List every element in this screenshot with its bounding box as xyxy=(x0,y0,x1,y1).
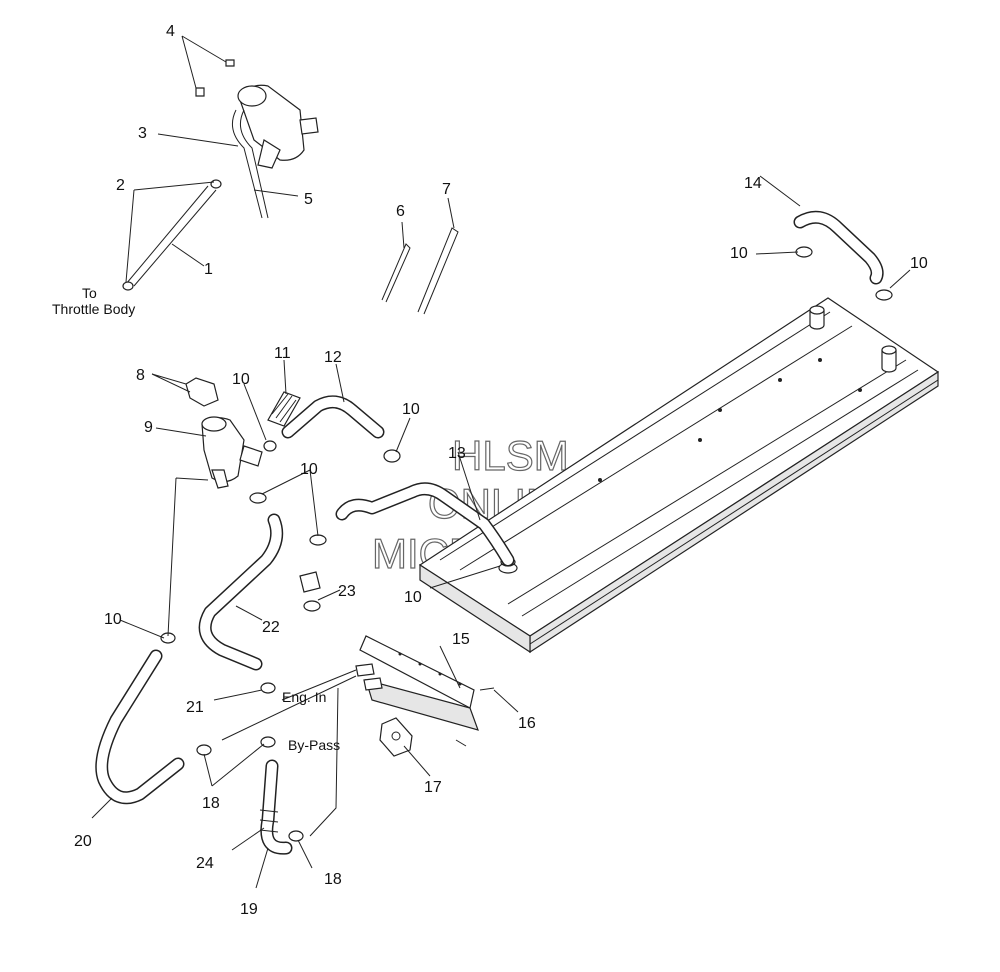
note-throttle-body: Throttle Body xyxy=(52,301,135,317)
notes: To Throttle Body Eng. In By-Pass xyxy=(52,285,340,753)
reservoir-9 xyxy=(185,377,263,489)
callout-6: 6 xyxy=(396,203,405,220)
bracket-15 xyxy=(355,635,479,731)
callout-17: 17 xyxy=(424,779,442,796)
callout-24: 24 xyxy=(196,855,214,872)
callout-22: 22 xyxy=(262,619,280,636)
leader-lines xyxy=(91,35,911,889)
fitting-23 xyxy=(299,571,321,612)
callout-10e: 10 xyxy=(300,461,318,478)
callout-11: 11 xyxy=(274,345,291,362)
hose-13 xyxy=(335,482,515,567)
callout-18a: 18 xyxy=(202,795,220,812)
note-to: To xyxy=(82,285,97,301)
callout-14: 14 xyxy=(744,175,762,192)
hose-24 xyxy=(259,759,293,855)
hose-11 xyxy=(267,391,301,427)
callout-9: 9 xyxy=(144,419,153,436)
callout-7: 7 xyxy=(442,181,451,198)
reservoir-assembly xyxy=(195,59,319,219)
callout-10c: 10 xyxy=(232,371,250,388)
callout-10b: 10 xyxy=(910,255,928,272)
callout-19: 19 xyxy=(240,901,258,918)
hose-12 xyxy=(281,395,385,439)
clamps-top xyxy=(160,246,893,644)
hose-22 xyxy=(198,513,284,671)
hose-20 xyxy=(95,649,185,805)
dipsticks xyxy=(381,227,459,315)
callout-8: 8 xyxy=(136,367,145,384)
callout-2: 2 xyxy=(116,177,125,194)
callout-18b: 18 xyxy=(324,871,342,888)
tube-1 xyxy=(122,179,222,291)
note-eng-in: Eng. In xyxy=(282,689,326,705)
callout-23: 23 xyxy=(338,583,356,600)
callout-10d: 10 xyxy=(402,401,420,418)
callouts: 4 3 2 5 1 6 7 14 10 10 8 10 11 12 10 9 1… xyxy=(74,23,928,918)
watermark-line1: HLSM xyxy=(452,432,569,479)
callout-3: 3 xyxy=(138,125,147,142)
callout-1: 1 xyxy=(204,261,213,278)
callout-15: 15 xyxy=(452,631,470,648)
callout-21: 21 xyxy=(186,699,204,716)
clamps-lower xyxy=(196,682,304,842)
callout-13: 13 xyxy=(448,445,466,462)
callout-16: 16 xyxy=(518,715,536,732)
note-by-pass: By-Pass xyxy=(288,737,340,753)
callout-10g: 10 xyxy=(104,611,122,628)
hose-14 xyxy=(793,210,884,285)
screw-16 xyxy=(455,687,495,747)
callout-10a: 10 xyxy=(730,245,748,262)
radiator-panel xyxy=(418,297,940,654)
callout-12: 12 xyxy=(324,349,342,366)
callout-10f: 10 xyxy=(404,589,422,606)
callout-5: 5 xyxy=(304,191,313,208)
callout-4: 4 xyxy=(166,23,175,40)
callout-20: 20 xyxy=(74,833,92,850)
